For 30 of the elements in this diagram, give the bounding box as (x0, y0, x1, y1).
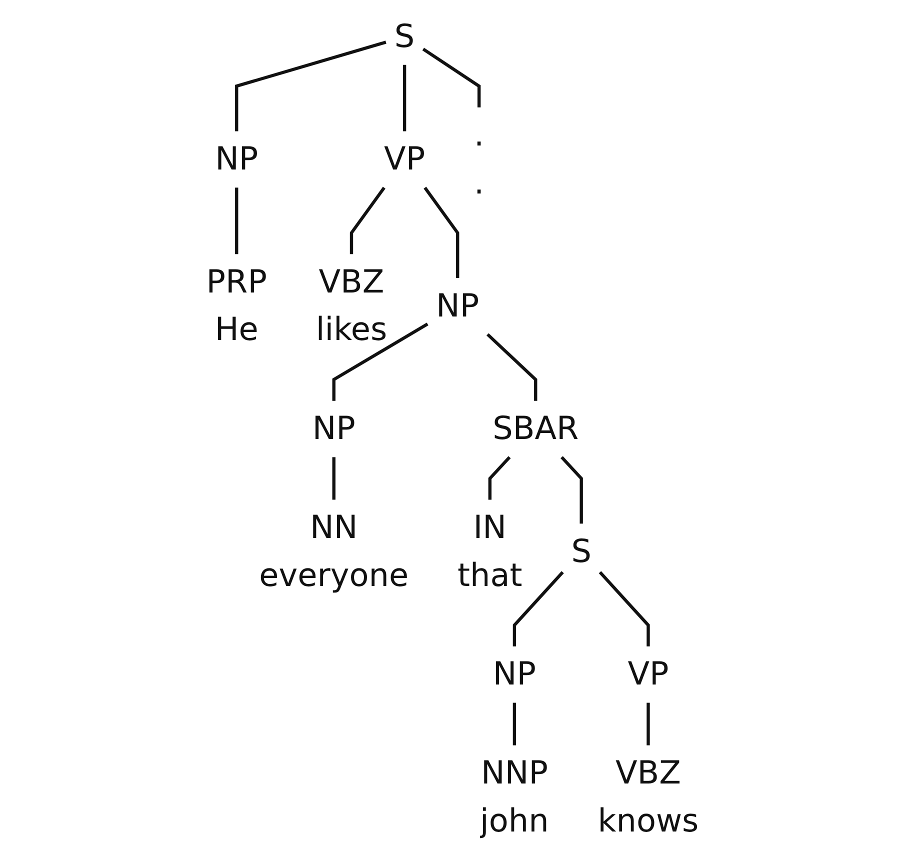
connector (646, 702, 650, 746)
node-text: NP (492, 656, 536, 694)
node-text: NP (215, 140, 258, 178)
node-text: NP (436, 288, 480, 325)
connector (512, 571, 564, 646)
connector (332, 457, 336, 500)
node-text: VP (628, 656, 669, 694)
node-text: PRP He (206, 264, 267, 349)
connector (422, 48, 481, 108)
connector (402, 64, 406, 132)
node-text: NP (312, 410, 356, 448)
node-text: VBZ likes (316, 264, 388, 349)
connector (332, 322, 428, 401)
node-text: . . (474, 116, 484, 202)
node-text: S (571, 533, 592, 570)
connector (235, 40, 386, 132)
node-text: SBAR (492, 410, 579, 448)
connector (350, 186, 386, 254)
connector (424, 186, 460, 278)
node-text: VBZ knows (598, 754, 699, 840)
node-text: NN everyone (259, 509, 409, 594)
node-text: VP (384, 140, 426, 178)
node-text: IN that (458, 509, 522, 594)
connector (560, 456, 583, 524)
connector (488, 456, 511, 500)
connector (235, 188, 238, 254)
connector (598, 571, 650, 646)
connector (512, 702, 516, 746)
node-text: S (394, 18, 415, 56)
connector (486, 333, 538, 401)
